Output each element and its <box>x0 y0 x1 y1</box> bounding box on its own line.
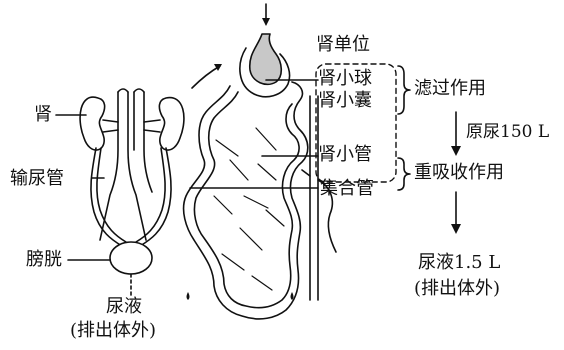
urine-drop-right <box>290 292 294 300</box>
final-urine-label: 尿液1.5 L <box>418 252 501 273</box>
bowmans-capsule <box>239 47 291 98</box>
urine-drop-left <box>186 292 190 300</box>
filtration-label: 滤过作用 <box>414 78 486 99</box>
primary-urine-label: 原尿150 L <box>466 122 550 142</box>
right-kidney <box>158 96 185 151</box>
glomerulus-label: 肾小球 <box>318 68 372 89</box>
left-kidney <box>79 96 106 151</box>
nephron-figure <box>182 3 411 320</box>
filtration-brace <box>397 65 411 115</box>
bladder-label: 膀胱 <box>26 249 62 270</box>
glomerulus-shape <box>248 33 283 86</box>
ureter-label: 输尿管 <box>10 168 64 189</box>
capsule-label: 肾小囊 <box>318 90 372 111</box>
excreted-left-label: (排出体外) <box>70 320 157 341</box>
nephron-label: 肾单位 <box>316 34 370 55</box>
urinary-system-figure <box>55 88 185 297</box>
bladder-shape <box>109 241 153 275</box>
tubule-label: 肾小管 <box>318 144 372 165</box>
aorta <box>99 91 147 241</box>
reabsorption-brace <box>397 157 411 191</box>
reabsorption-label: 重吸收作用 <box>414 162 504 183</box>
vena-cava <box>133 91 153 193</box>
collecting-duct-shape <box>309 95 319 301</box>
pointer-arrow <box>191 65 221 89</box>
right-ureter <box>139 147 172 247</box>
flow-arrows <box>451 111 461 234</box>
nephron-dashed-box <box>315 63 397 183</box>
renal-tubule <box>182 81 309 320</box>
left-ureter <box>90 147 123 247</box>
kidney-label: 肾 <box>34 104 52 125</box>
collecting-duct-label: 集合管 <box>320 178 374 199</box>
urine-left-label: 尿液 <box>106 296 142 317</box>
excreted-right-label: (排出体外) <box>414 278 501 299</box>
